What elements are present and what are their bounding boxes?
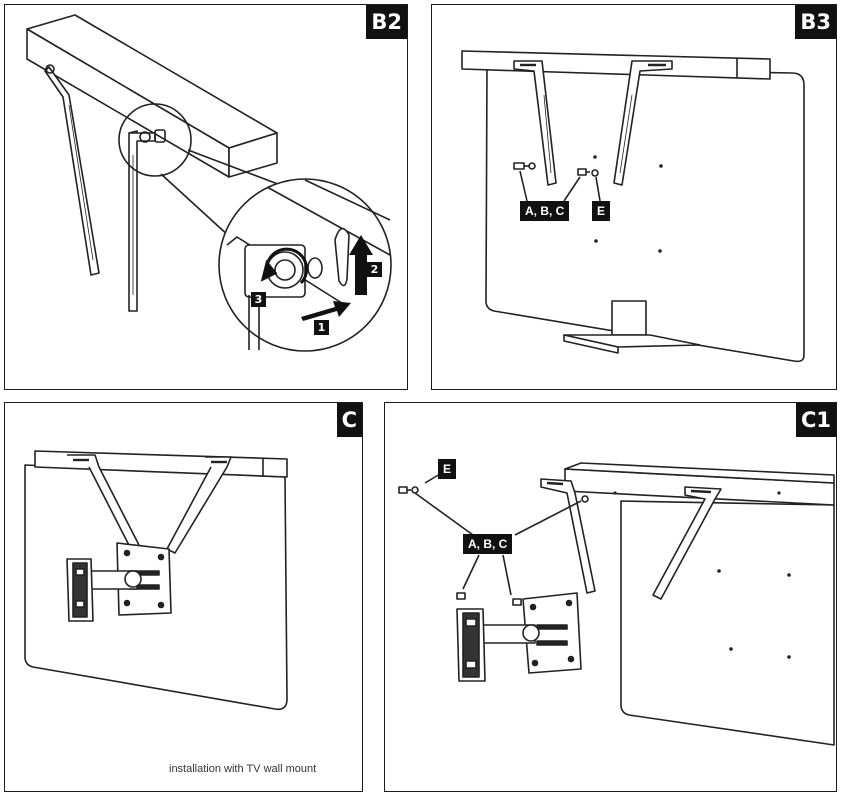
panel-b3: B3 A, B, C E [431,4,837,390]
arrow-icon [301,235,373,321]
washer-icon [528,162,599,177]
step-3-badge: 3 [251,292,266,307]
panel-c-label: C [336,403,362,437]
callout-abc: A, B, C [520,201,570,221]
callout-abc: A, B, C [463,534,513,554]
c-wall-mount-illustration [24,450,288,711]
callout-e: E [438,459,457,479]
panel-b3-label: B3 [795,5,836,39]
b3-tv-back-illustration [461,50,805,363]
panel-b2: B2 1 2 3 [4,4,408,390]
screw-icon [398,486,522,606]
caption-tv-wall-mount: installation with TV wall mount [169,763,317,775]
b2-soundbar-illustration [26,14,392,352]
panel-c1: C1 E A, B, C [384,402,837,792]
step-1-badge: 1 [314,320,329,335]
callout-e: E [592,201,611,221]
panel-c1-label: C1 [795,403,836,437]
panel-c: C installation with TV wall mount [4,402,363,792]
rotate-arrow-icon [260,247,309,285]
step-2-badge: 2 [367,262,382,277]
panel-b2-label: B2 [366,5,407,39]
c1-assembly-illustration [398,462,835,746]
